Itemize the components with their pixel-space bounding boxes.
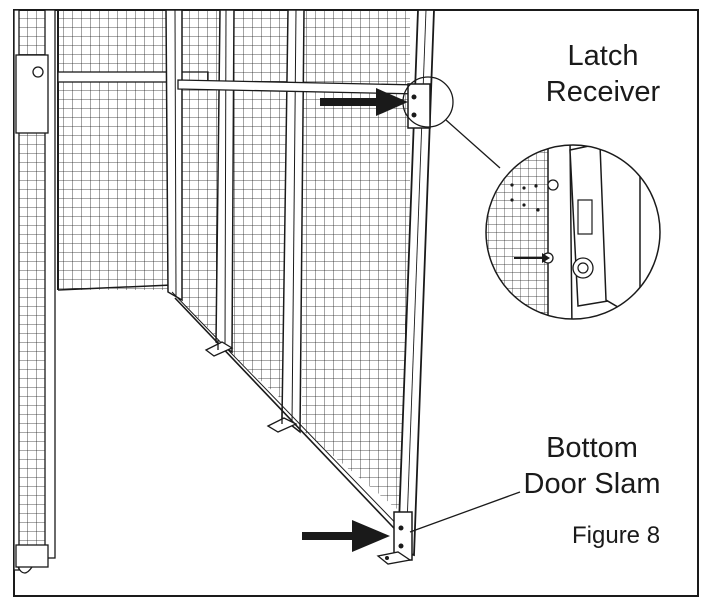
bottom-door-slam-label-line1: Bottom (546, 432, 638, 464)
black-arrow-right-icon (302, 520, 390, 552)
floor-foot-1 (204, 340, 234, 357)
door-slam-leader (409, 491, 521, 533)
side-panel-3 (281, 10, 410, 520)
bottom-door-slam-bracket (376, 511, 413, 565)
latch-receiver-label-line2: Receiver (545, 76, 661, 108)
latch-receiver-label-line1: Latch (567, 40, 639, 72)
latch-receiver-label: Latch Receiver (528, 38, 678, 110)
left-post-panel (14, 10, 56, 574)
figure-caption: Figure 8 (572, 522, 661, 549)
side-panel-1 (165, 10, 222, 342)
back-wall-panel (57, 10, 209, 291)
floor-foot-2 (266, 408, 298, 433)
bolt-hole-icon (32, 66, 44, 78)
latch-receiver-bracket (407, 83, 431, 129)
bottom-door-slam-label: Bottom Door Slam (512, 430, 672, 502)
bottom-door-slam-label-line2: Door Slam (523, 468, 661, 500)
side-panel-2 (215, 10, 288, 405)
latch-callout-leader (445, 119, 501, 169)
black-arrow-right-icon (320, 88, 408, 116)
latch-detail-magnifier (485, 144, 661, 320)
